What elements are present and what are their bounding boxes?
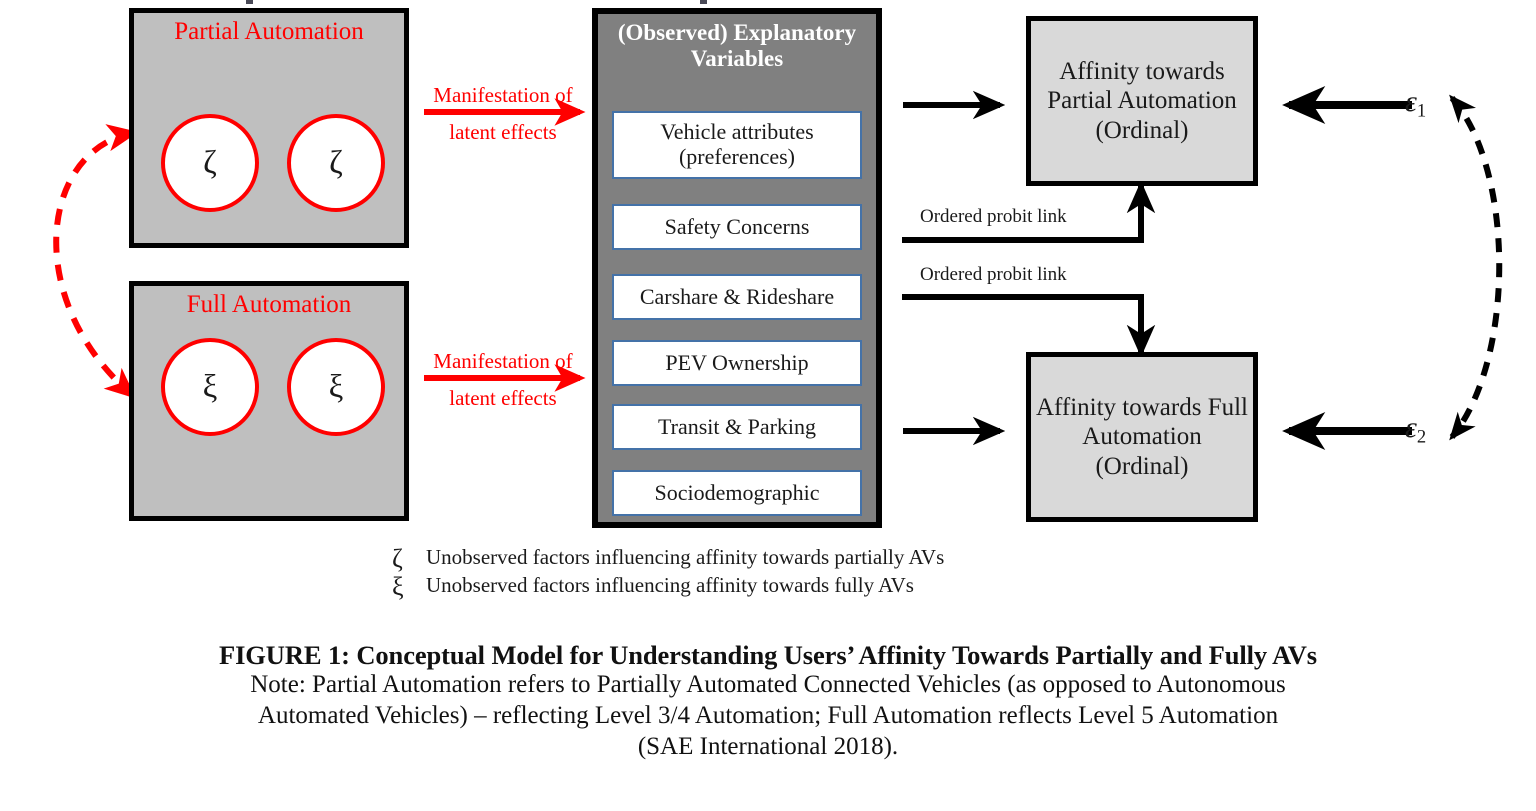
figure-caption: FIGURE 1: Conceptual Model for Understan… [10, 640, 1526, 763]
latent-box-title-full: Full Automation [186, 291, 352, 318]
explanatory-variables-box: (Observed) Explanatory Variables Vehicle… [592, 8, 882, 528]
legend-item-zeta: ζ Unobserved factors influencing affinit… [392, 546, 1152, 572]
epsilon-1-symbol: ε [1405, 85, 1417, 118]
latent-circle-zeta-1: ζ [161, 114, 259, 212]
epsilon-2-label: ε2 [1405, 411, 1426, 449]
latent-circle-xi-2: ξ [287, 338, 385, 436]
probit-link-label-bottom: Ordered probit link [920, 264, 1067, 285]
explanatory-variables-header: (Observed) Explanatory Variables [617, 20, 857, 71]
legend: ζ Unobserved factors influencing affinit… [392, 546, 1152, 602]
clipped-text-artifact-right [700, 0, 707, 4]
epsilon-1-index: 1 [1416, 100, 1427, 122]
figure-caption-note-line1: Note: Partial Automation refers to Parti… [250, 671, 1286, 699]
manifestation-label-bottom: Manifestation of [424, 349, 582, 373]
outcome-box-partial-label: Affinity towards Partial Automation (Ord… [1047, 57, 1237, 144]
legend-symbol-zeta: ζ [392, 544, 403, 573]
legend-text-zeta: Unobserved factors influencing affinity … [426, 545, 945, 569]
probit-link-bottom [902, 294, 1156, 358]
latent-box-partial-automation: Partial Automation ζ ζ [129, 8, 409, 248]
figure-caption-note-line3: (SAE International 2018). [637, 732, 899, 760]
epsilon-2-index: 2 [1416, 426, 1427, 448]
legend-text-xi: Unobserved factors influencing affinity … [426, 573, 914, 597]
latent-box-full-automation: Full Automation ξ ξ [129, 281, 409, 521]
manifestation-label-top-line2: latent effects [449, 120, 557, 144]
figure-caption-title: FIGURE 1: Conceptual Model for Understan… [218, 640, 1317, 670]
epsilon-2-symbol: ε [1405, 411, 1417, 444]
clipped-text-artifact-left [246, 0, 253, 4]
latent-circle-xi-1: ξ [161, 338, 259, 436]
epsilon-correlation-curve [1449, 94, 1503, 441]
explanatory-item-carshare-rideshare[interactable]: Carshare & Rideshare [612, 274, 862, 320]
outcome-box-full-label: Affinity towards Full Automation (Ordina… [1035, 393, 1249, 480]
explanatory-item-sociodemographic[interactable]: Sociodemographic [612, 470, 862, 516]
legend-item-xi: ξ Unobserved factors influencing affinit… [392, 574, 1152, 600]
explanatory-item-pev-ownership[interactable]: PEV Ownership [612, 340, 862, 386]
latent-correlation-curve [53, 124, 139, 399]
legend-symbol-xi: ξ [392, 572, 404, 601]
latent-box-title-partial: Partial Automation [174, 18, 364, 45]
manifestation-label-bottom-line1: Manifestation of [433, 349, 573, 373]
explanatory-item-transit-parking[interactable]: Transit & Parking [612, 404, 862, 450]
manifestation-label-bottom-line2-wrap: latent effects [424, 386, 582, 410]
latent-circle-zeta-2: ζ [287, 114, 385, 212]
outcome-box-full-automation: Affinity towards Full Automation (Ordina… [1026, 352, 1258, 522]
probit-link-label-top: Ordered probit link [920, 206, 1067, 227]
outcome-box-partial-automation: Affinity towards Partial Automation (Ord… [1026, 16, 1258, 186]
manifestation-label-top: Manifestation of [424, 83, 582, 107]
manifestation-label-top-line2-wrap: latent effects [424, 120, 582, 144]
explanatory-item-vehicle-attributes[interactable]: Vehicle attributes (preferences) [612, 111, 862, 179]
figure-caption-note-line2: Automated Vehicles) – reflecting Level 3… [257, 702, 1279, 730]
epsilon-1-label: ε1 [1405, 85, 1426, 123]
explanatory-item-safety-concerns[interactable]: Safety Concerns [612, 204, 862, 250]
manifestation-label-top-line1: Manifestation of [433, 83, 573, 107]
manifestation-label-bottom-line2: latent effects [449, 386, 557, 410]
